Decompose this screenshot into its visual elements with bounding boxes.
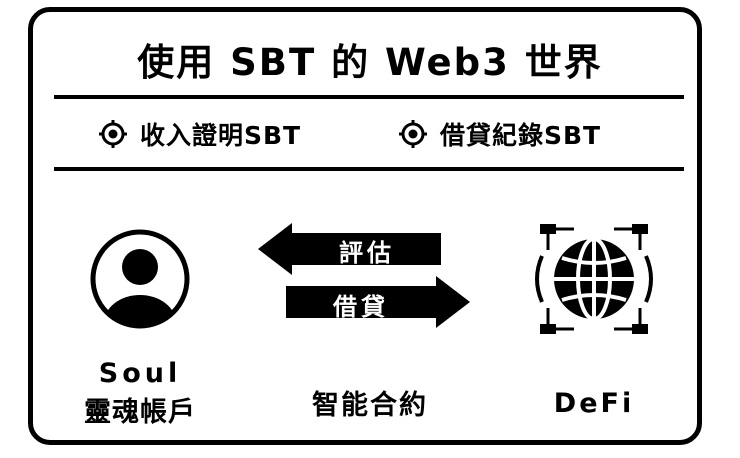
arrow-label-lending: 借貸 xyxy=(333,293,389,321)
target-icon xyxy=(99,120,127,148)
defi-label: DeFi xyxy=(553,388,635,419)
tag-label: 收入證明SBT xyxy=(140,121,302,150)
tag-lending-record: 借貸紀錄SBT xyxy=(398,116,601,152)
target-icon xyxy=(399,120,427,148)
diagram-title: 使用 SBT 的 Web3 世界 xyxy=(137,41,603,84)
left-arrow xyxy=(258,223,441,275)
tag-income-proof: 收入證明SBT xyxy=(98,116,301,152)
arrow-label-evaluate: 評估 xyxy=(339,239,395,267)
globe-network-icon xyxy=(535,224,653,334)
soul-label: Soul xyxy=(98,358,182,389)
tag-label: 借貸紀錄SBT xyxy=(440,121,602,150)
right-arrow xyxy=(286,276,470,328)
smart-contract-label: 智能合約 xyxy=(312,390,428,421)
user-avatar-icon xyxy=(90,229,190,329)
soul-account-label: 靈魂帳戶 xyxy=(84,397,196,428)
diagram-frame xyxy=(28,7,702,445)
bottom-divider xyxy=(54,167,684,171)
top-divider xyxy=(54,95,684,99)
